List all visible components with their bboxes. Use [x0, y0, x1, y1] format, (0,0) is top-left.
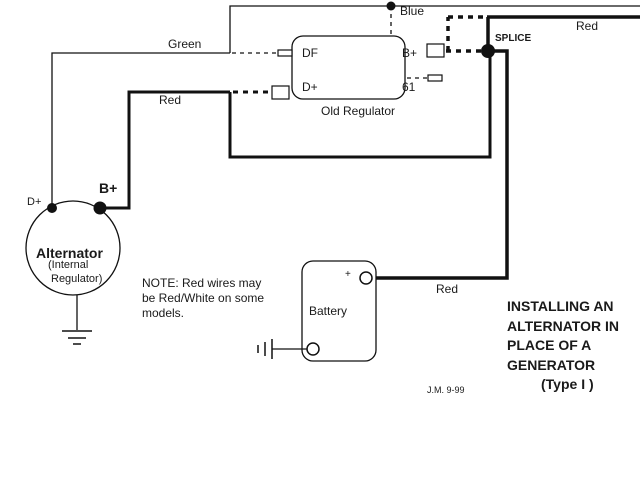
blue-junction-dot	[386, 1, 396, 11]
alt-dplus-dot	[47, 203, 57, 213]
splice-dot	[481, 44, 495, 58]
title-line: PLACE OF A	[507, 337, 592, 353]
red-wire-top-label: Red	[576, 19, 598, 33]
red-wire-alt-label: Red	[159, 93, 181, 107]
alt-bplus-label: B+	[99, 180, 117, 196]
blue-wire	[229, 5, 640, 53]
red-wire-loop	[228, 50, 492, 159]
title-type: (Type I )	[541, 376, 594, 392]
red-wire-batt	[373, 49, 509, 280]
regulator-bplus-label: B+	[402, 46, 417, 60]
battery-negative-terminal	[306, 342, 320, 356]
t61-terminal	[427, 74, 443, 82]
regulator-61-label: 61	[402, 80, 416, 94]
battery-label: Battery	[309, 304, 347, 318]
regulator-dplus-label: D+	[302, 80, 318, 94]
note-line: models.	[142, 306, 185, 320]
note-line: NOTE: Red wires may	[142, 276, 262, 290]
bplus-terminal	[426, 43, 445, 58]
note-line: be Red/White on some	[142, 291, 265, 305]
title-line: GENERATOR	[507, 356, 596, 373]
alternator-label: Alternator	[36, 245, 103, 261]
title-line: ALTERNATOR IN	[507, 317, 619, 334]
battery-positive-label: +	[345, 269, 351, 280]
splice-label: SPLICE	[495, 33, 531, 44]
blue-wire-label: Blue	[400, 4, 424, 18]
df-terminal	[277, 49, 293, 57]
regulator-box	[291, 35, 406, 100]
regulator-label: Old Regulator	[321, 104, 395, 118]
title-line: INSTALLING AN	[507, 298, 614, 314]
alternator-sublabel-2: Regulator)	[51, 273, 102, 285]
red-wire-alt	[100, 90, 230, 210]
alternator-sublabel-1: (Internal	[48, 259, 88, 271]
green-wire	[51, 52, 230, 208]
alternator-circle	[25, 200, 121, 296]
alt-dplus-label: D+	[27, 196, 41, 208]
alt-bplus-dot	[93, 201, 107, 215]
dplus-terminal	[271, 85, 290, 100]
author-credit: J.M. 9-99	[427, 385, 465, 395]
battery-box	[301, 260, 377, 362]
battery-positive-terminal	[359, 271, 373, 285]
diagram-title: INSTALLING AN ALTERNATOR IN PLACE OF A G…	[507, 297, 640, 395]
green-wire-label: Green	[168, 37, 201, 51]
red-wire-batt-label: Red	[436, 282, 458, 296]
regulator-df-label: DF	[302, 46, 318, 60]
note-text: NOTE: Red wires may be Red/White on some…	[142, 276, 292, 321]
